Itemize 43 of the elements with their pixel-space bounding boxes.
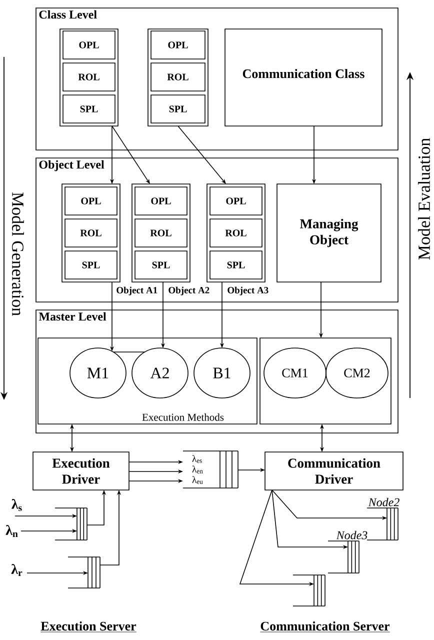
process-box: Communication Class bbox=[224, 28, 382, 126]
input-label: λ$_{s}$ bbox=[12, 498, 22, 512]
stack-box bbox=[62, 184, 120, 282]
stack-box bbox=[60, 28, 118, 126]
side-label: Model Generation bbox=[12, 192, 24, 316]
queue-symbol bbox=[54, 508, 88, 540]
node-label: Object A2 bbox=[168, 286, 210, 296]
process-box: Execution Driver bbox=[32, 452, 130, 490]
layer-box: OPL bbox=[150, 30, 206, 60]
process-box: Managing Object bbox=[276, 184, 382, 282]
node-label: Object A3 bbox=[228, 286, 268, 296]
input-label: λ$_{n}$ bbox=[6, 525, 18, 538]
layer-box: ROL bbox=[210, 218, 262, 248]
node-label: Node2 bbox=[368, 498, 400, 506]
input-label: λ$_{r}$ bbox=[11, 564, 22, 576]
group-box bbox=[260, 338, 392, 424]
layer-box: SPL bbox=[150, 94, 206, 124]
layer-box: OPL bbox=[64, 186, 118, 216]
layer-box: SPL bbox=[134, 250, 188, 280]
layer-box: SPL bbox=[64, 250, 118, 280]
process-box: Communication Driver bbox=[264, 452, 404, 490]
layer-box: ROL bbox=[64, 218, 118, 248]
node-label: Node3 bbox=[336, 530, 368, 540]
queue-symbol bbox=[68, 556, 100, 588]
node-label: Object A1 bbox=[116, 286, 158, 296]
layer-box: SPL bbox=[210, 250, 262, 280]
layer-box: ROL bbox=[62, 62, 116, 92]
section-label: Communication Server bbox=[260, 621, 390, 632]
arrow bbox=[178, 126, 226, 184]
queue-symbol bbox=[328, 540, 360, 574]
side-label: Model Evaluation bbox=[418, 138, 430, 260]
section-label: Execution Server bbox=[40, 621, 137, 632]
layer-box: OPL bbox=[210, 186, 262, 216]
layer-box: OPL bbox=[134, 186, 188, 216]
stack-box bbox=[206, 184, 266, 282]
queue-symbol bbox=[366, 508, 398, 540]
stack-box bbox=[148, 28, 208, 126]
stack-box bbox=[132, 184, 190, 282]
layer-box: OPL bbox=[62, 30, 116, 60]
queue-symbol bbox=[292, 574, 326, 606]
layer-box: ROL bbox=[134, 218, 188, 248]
layer-box: SPL bbox=[62, 94, 116, 124]
layer-box: ROL bbox=[150, 62, 206, 92]
